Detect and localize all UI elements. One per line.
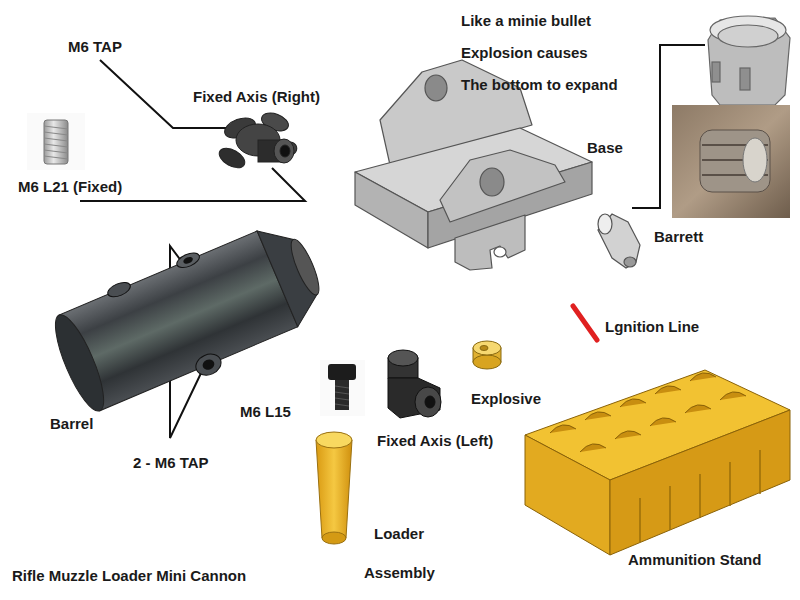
- part-label: M6 TAP: [68, 38, 122, 56]
- diagram-title: Rifle Muzzle Loader Mini Cannon: [12, 567, 246, 585]
- part-label: Fixed Axis (Right): [193, 88, 320, 106]
- part-label: Assembly: [364, 564, 435, 582]
- loader-rod: [316, 432, 352, 544]
- fixed-axis-right: [216, 110, 299, 172]
- part-label: Explosive: [471, 390, 541, 408]
- tap-hole: [175, 250, 202, 270]
- part-label: Explosion causes: [461, 44, 588, 62]
- part-label: Barrett: [654, 228, 703, 246]
- fixed-axis-left: [388, 350, 441, 418]
- part-label: Lgnition Line: [605, 318, 699, 336]
- part-label: Ammunition Stand: [628, 551, 761, 569]
- minie-bullet-render: [708, 16, 790, 105]
- barrett-bullet: [598, 214, 640, 268]
- tap-hole: [193, 350, 225, 379]
- part-label: Like a minie bullet: [461, 12, 591, 30]
- minie-bullet-photo: [672, 105, 790, 218]
- part-label: M6 L15: [240, 403, 291, 421]
- ignition-line: [573, 306, 597, 340]
- barrel-part: [44, 211, 337, 426]
- part-label: The bottom to expand: [461, 76, 618, 94]
- bolt-photo: [320, 360, 365, 416]
- part-label: M6 L21 (Fixed): [18, 178, 122, 196]
- explosive-charge: [473, 341, 501, 369]
- ammunition-stand: [525, 370, 790, 555]
- part-label: Base: [587, 139, 623, 157]
- part-label: Fixed Axis (Left): [377, 432, 493, 450]
- part-label: 2 - M6 TAP: [133, 454, 209, 472]
- part-label: Loader: [374, 525, 424, 543]
- part-label: Barrel: [50, 415, 93, 433]
- set-screw-photo: [27, 113, 85, 170]
